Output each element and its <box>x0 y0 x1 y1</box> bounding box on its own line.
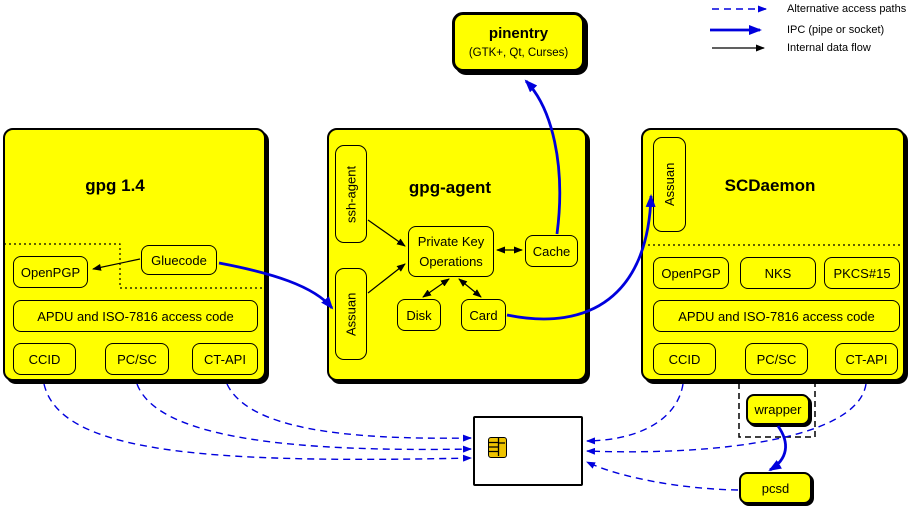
wrapper-box: wrapper <box>746 394 810 425</box>
pinentry-box: pinentry (GTK+, Qt, Curses) <box>452 12 585 72</box>
smartcard <box>473 416 583 486</box>
altpath-gpg14-ccid-to-card <box>43 383 472 462</box>
gpg14-title: gpg 1.4 <box>85 176 145 195</box>
scdaemon-node-nks: NKS <box>740 257 816 289</box>
pinentry-subtitle: (GTK+, Qt, Curses) <box>468 47 569 59</box>
gpg-agent-title: gpg-agent <box>408 178 492 197</box>
legend-ipc: IPC (pipe or socket) <box>787 24 885 36</box>
gpg-agent-node-assuan: Assuan <box>335 268 367 360</box>
pcsd-box: pcsd <box>739 472 812 504</box>
altpath-gpg14-pcsc-to-card <box>136 383 472 453</box>
smartcard-chip-icon <box>488 437 507 458</box>
gpg14-node-apdu: APDU and ISO-7816 access code <box>13 300 258 332</box>
legend-internal-data-flow: Internal data flow <box>787 42 871 54</box>
altpath-pcsd-to-card <box>586 461 739 491</box>
scdaemon-node-pkcs15: PKCS#15 <box>824 257 900 289</box>
gpg-agent-node-private-key-operations: Private Key Operations <box>408 226 494 277</box>
pko-line2: Operations <box>419 253 483 269</box>
scdaemon-node-ctapi: CT-API <box>835 343 898 375</box>
gpg14-node-gluecode: Gluecode <box>141 245 217 275</box>
gpg-agent-node-disk: Disk <box>397 299 441 331</box>
altpath-gpg14-ctapi-to-card <box>226 383 472 442</box>
gpg14-node-openpgp: OpenPGP <box>13 256 88 288</box>
gpg14-node-ccid: CCID <box>13 343 76 375</box>
gpg14-node-pcsc: PC/SC <box>105 343 169 375</box>
altpath-scdaemon-ccid-to-card <box>586 383 684 445</box>
scdaemon-title: SCDaemon <box>724 176 816 195</box>
pko-line1: Private Key <box>417 234 485 249</box>
scdaemon-node-ccid: CCID <box>653 343 716 375</box>
ipc-wrapper-to-pcsd <box>768 425 787 472</box>
altpath-scdaemon-ctapi-to-card <box>586 383 867 455</box>
gpg14-node-ctapi: CT-API <box>192 343 258 375</box>
legend-alternative-access-paths: Alternative access paths <box>787 3 907 15</box>
gpg-agent-node-ssh-agent: ssh-agent <box>335 145 367 243</box>
scdaemon-node-openpgp: OpenPGP <box>653 257 729 289</box>
gpg-agent-node-cache: Cache <box>525 235 578 267</box>
scdaemon-node-pcsc: PC/SC <box>745 343 808 375</box>
scdaemon-node-apdu: APDU and ISO-7816 access code <box>653 300 900 332</box>
pinentry-title: pinentry <box>488 25 549 42</box>
gpg-agent-node-card: Card <box>461 299 506 331</box>
scdaemon-node-assuan: Assuan <box>653 137 686 232</box>
